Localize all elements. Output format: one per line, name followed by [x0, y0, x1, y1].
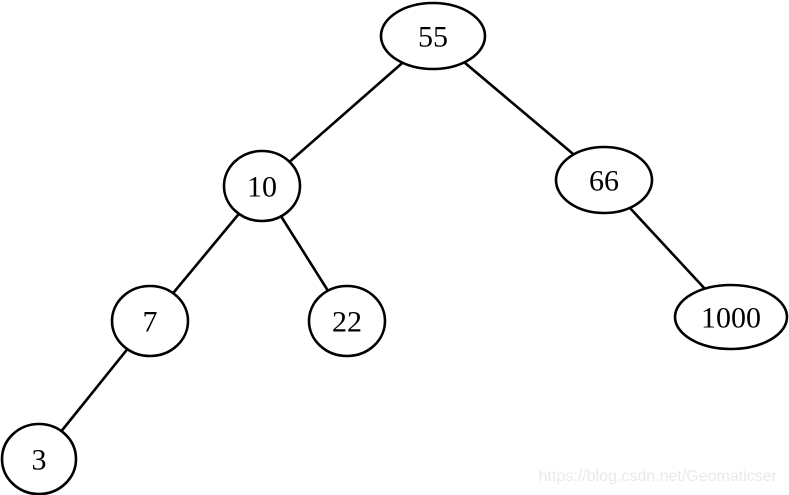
tree-node-55: 55 [379, 1, 487, 71]
tree-node-value-3: 3 [32, 444, 47, 477]
tree-node-value-22: 22 [332, 306, 362, 339]
tree-node-7: 7 [110, 284, 190, 358]
tree-node-10: 10 [222, 149, 302, 223]
tree-node-22: 22 [307, 284, 387, 358]
tree-node-circle-3 [0, 422, 78, 495]
tree-node-3: 3 [0, 422, 78, 495]
tree-node-value-66: 66 [589, 165, 619, 198]
tree-node-1000: 1000 [673, 283, 789, 351]
tree-node-value-55: 55 [418, 21, 448, 54]
tree-edges-layer [37, 35, 732, 460]
tree-node-66: 66 [554, 145, 654, 215]
tree-node-value-7: 7 [143, 306, 158, 339]
tree-node-value-1000: 1000 [701, 302, 761, 335]
watermark-url: https://blog.csdn.net/Geomaticser [538, 468, 777, 485]
tree-node-circle-22 [307, 284, 387, 358]
tree-node-circle-7 [110, 284, 190, 358]
tree-node-value-10: 10 [247, 171, 277, 204]
tree-node-circle-66 [554, 145, 654, 215]
tree-node-circle-55 [379, 1, 487, 71]
tree-node-circle-10 [222, 149, 302, 223]
tree-node-circle-1000 [673, 283, 789, 351]
